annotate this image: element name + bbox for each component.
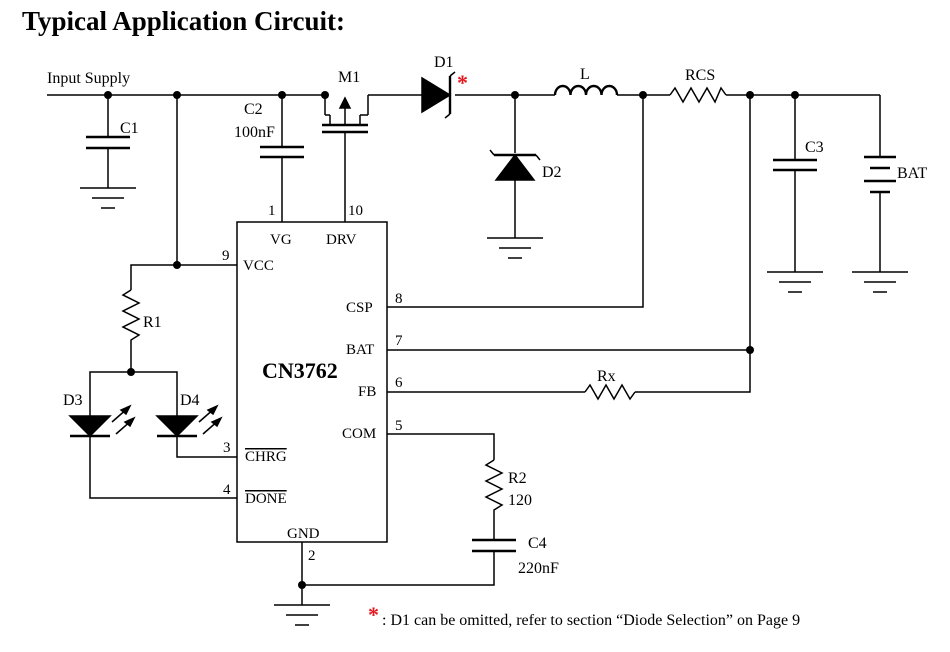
pin-name-gnd: GND bbox=[287, 526, 320, 542]
c2-value: 100nF bbox=[234, 124, 275, 141]
pin-name-fb: FB bbox=[358, 384, 376, 400]
d1-label: D1 bbox=[434, 54, 454, 71]
d3-led bbox=[68, 404, 136, 438]
pin-number-bat: 7 bbox=[395, 333, 403, 349]
l-label: L bbox=[580, 66, 590, 83]
fb-wire-right bbox=[635, 350, 751, 393]
d1-diode bbox=[421, 71, 456, 119]
c4-capacitor bbox=[302, 538, 516, 586]
bat-sense-wire bbox=[387, 95, 751, 351]
rx-label: Rx bbox=[597, 368, 616, 385]
r1-resistor bbox=[121, 289, 141, 372]
cn3762-chip bbox=[236, 221, 388, 543]
pin-name-vcc: VCC bbox=[243, 258, 274, 274]
bat-label: BAT bbox=[897, 165, 927, 182]
com-wire bbox=[387, 433, 495, 460]
footnote-text: : D1 can be omitted, refer to section “D… bbox=[382, 612, 800, 629]
pin-name-drv: DRV bbox=[326, 232, 357, 248]
junction-dots bbox=[104, 91, 799, 589]
d1-asterisk: * bbox=[457, 70, 468, 95]
input-supply-label: Input Supply bbox=[47, 70, 130, 87]
c1-capacitor bbox=[86, 95, 130, 188]
ground-symbol-c3 bbox=[767, 271, 823, 293]
rcs-resistor bbox=[669, 86, 727, 104]
r1-feed-wire bbox=[130, 264, 177, 290]
pin-number-chrg: 3 bbox=[223, 440, 231, 456]
d2-label: D2 bbox=[542, 164, 562, 181]
c1-label: C1 bbox=[120, 120, 139, 137]
ic-name: CN3762 bbox=[262, 358, 338, 383]
ground-symbol-d2 bbox=[487, 237, 543, 259]
csp-wire bbox=[387, 95, 644, 308]
page-title: Typical Application Circuit: bbox=[22, 6, 346, 36]
d4-led bbox=[155, 404, 223, 438]
r2-label: R2 bbox=[508, 470, 527, 487]
rx-resistor bbox=[584, 383, 636, 401]
input-rail-wire bbox=[47, 94, 880, 116]
m1-label: M1 bbox=[338, 69, 360, 86]
pin-name-vg: VG bbox=[270, 232, 292, 248]
footnote-asterisk: * bbox=[368, 602, 379, 627]
pin-name-com: COM bbox=[342, 426, 376, 442]
pin-name-done: DONE bbox=[245, 491, 287, 507]
done-wire bbox=[89, 436, 237, 499]
pin-number-fb: 6 bbox=[395, 375, 403, 391]
d2-diode bbox=[489, 95, 541, 238]
pin-number-drv: 10 bbox=[348, 203, 363, 219]
pin-number-done: 4 bbox=[223, 482, 231, 498]
c4-label: C4 bbox=[528, 535, 547, 552]
c3-capacitor bbox=[773, 95, 817, 272]
pin-name-csp: CSP bbox=[346, 300, 373, 316]
c3-label: C3 bbox=[805, 139, 824, 156]
battery-symbol bbox=[864, 95, 896, 272]
m1-transistor bbox=[322, 96, 368, 222]
l-inductor bbox=[553, 84, 619, 96]
pin-number-csp: 8 bbox=[395, 291, 403, 307]
pin-name-bat: BAT bbox=[346, 342, 374, 358]
pin-name-chrg: CHRG bbox=[245, 449, 287, 465]
ground-symbol-ic bbox=[274, 604, 330, 626]
ground-symbol-bat bbox=[852, 271, 908, 293]
pin-number-gnd: 2 bbox=[308, 548, 316, 564]
d4-label: D4 bbox=[180, 392, 200, 409]
c2-label: C2 bbox=[244, 101, 263, 118]
rcs-label: RCS bbox=[685, 67, 715, 84]
r2-value: 120 bbox=[508, 492, 532, 509]
c2-capacitor bbox=[260, 95, 304, 222]
r2-resistor bbox=[484, 459, 504, 540]
d3-label: D3 bbox=[63, 392, 83, 409]
r1-label: R1 bbox=[143, 314, 162, 331]
c4-value: 220nF bbox=[518, 560, 559, 577]
led-common-wire bbox=[89, 371, 178, 416]
pin-number-vg: 1 bbox=[268, 203, 276, 219]
pin-number-com: 5 bbox=[395, 418, 403, 434]
chrg-wire bbox=[176, 436, 237, 458]
ground-symbol-c1 bbox=[80, 187, 136, 209]
pin-number-vcc: 9 bbox=[222, 248, 230, 264]
